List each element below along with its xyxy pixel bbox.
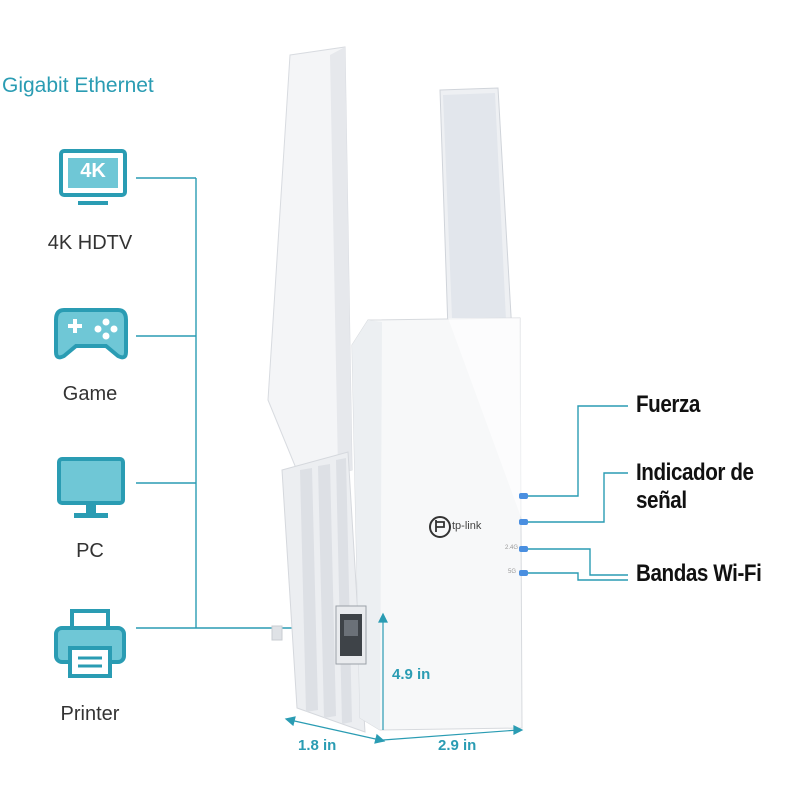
dimension-depth: 1.8 in	[298, 737, 337, 754]
page-title: Gigabit Ethernet	[2, 74, 154, 97]
front-body	[351, 317, 523, 731]
led-label-24g: 2.4G	[505, 545, 519, 551]
power-plug	[271, 625, 283, 641]
right-antenna	[439, 87, 513, 334]
device-label-printer: Printer	[60, 703, 120, 725]
gamepad-icon	[54, 308, 128, 360]
device-label-hdtv: 4K HDTV	[47, 232, 133, 254]
callout-lines	[528, 405, 628, 581]
device-label-pc: PC	[76, 540, 104, 562]
dimension-lines	[284, 612, 524, 744]
power-led	[519, 493, 528, 499]
device-label-game: Game	[62, 383, 118, 405]
dimension-height: 4.9 in	[392, 666, 431, 683]
callout-power: Fuerza	[636, 391, 700, 418]
dimension-width: 2.9 in	[438, 737, 477, 754]
status-leds	[519, 493, 528, 576]
left-antenna	[267, 46, 353, 479]
pc-monitor-icon	[57, 457, 125, 518]
tv-badge: 4K	[80, 160, 106, 182]
band-24-led	[519, 546, 528, 552]
callout-signal: Indicador de señal	[636, 459, 754, 514]
4k-tv-icon	[59, 149, 127, 205]
side-body	[281, 451, 366, 733]
signal-led	[519, 519, 528, 525]
band-5-led	[519, 570, 528, 576]
callout-bands: Bandas Wi-Fi	[636, 560, 762, 587]
brand-logo-text: tp-link	[452, 520, 482, 532]
ethernet-port	[335, 605, 367, 665]
tp-link-logo-icon	[429, 516, 451, 538]
printer-icon	[54, 609, 126, 678]
led-label-5g: 5G	[508, 569, 517, 575]
